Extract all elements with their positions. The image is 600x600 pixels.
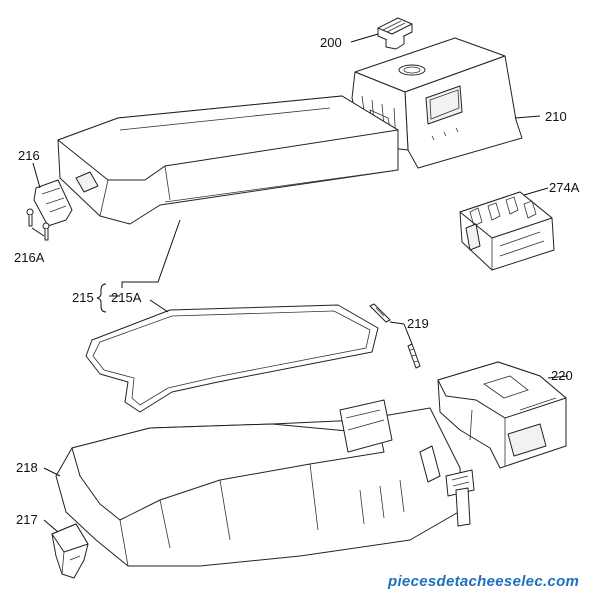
watermark-text: piecesdetacheeselec.com (387, 573, 579, 590)
part-219-pins (369, 303, 421, 369)
part-215-top-cover (57, 95, 399, 225)
part-220-latch (437, 361, 567, 469)
leader-lines (31, 33, 569, 533)
part-274a-control-board (459, 191, 555, 271)
callout-218: 218 (16, 460, 38, 475)
part-216a-screws (26, 208, 50, 241)
callout-200: 200 (320, 35, 342, 50)
callout-220: 220 (551, 368, 573, 383)
callout-215a: 215A (111, 290, 142, 305)
part-216-small-cover (33, 179, 73, 227)
part-218-base (55, 399, 475, 567)
callout-217: 217 (16, 512, 38, 527)
part-215a-gasket (85, 304, 379, 413)
callout-219: 219 (407, 316, 429, 331)
callout-216: 216 (18, 148, 40, 163)
group-bracket-215 (96, 283, 107, 313)
part-200-knob (377, 17, 413, 50)
part-217-component (51, 523, 89, 579)
callout-274a: 274A (549, 180, 580, 195)
callout-215: 215 (72, 290, 94, 305)
callout-210: 210 (545, 109, 567, 124)
callout-216a: 216A (14, 250, 45, 265)
